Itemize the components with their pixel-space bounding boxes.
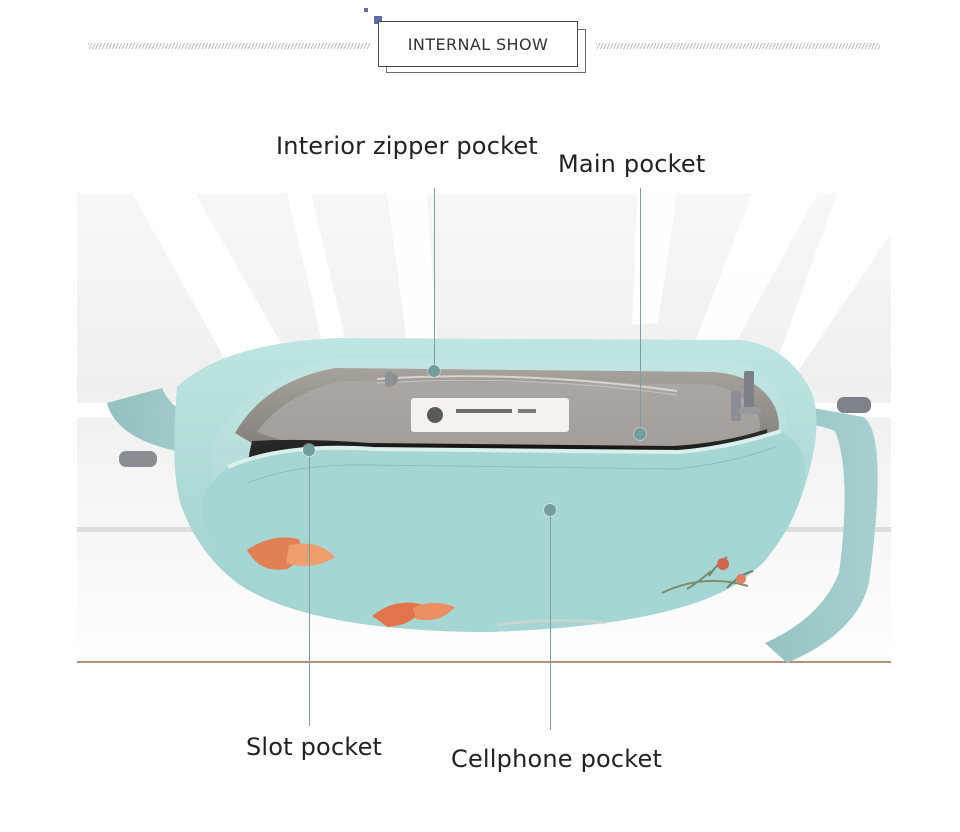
left-hatch-divider: [88, 43, 370, 49]
leader-line-slot-pocket: [309, 450, 310, 726]
pointer-dot-icon: [544, 504, 556, 516]
leader-line-main-pocket: [640, 188, 641, 435]
pointer-dot-icon: [634, 428, 646, 440]
right-hatch-divider: [596, 43, 880, 49]
pointer-dot-icon: [428, 365, 440, 377]
bag-photo-illustration: [77, 193, 891, 675]
leader-line-interior-zipper-pocket: [434, 188, 435, 371]
title-box: INTERNAL SHOW: [378, 21, 578, 67]
label-main-pocket: Main pocket: [558, 150, 706, 178]
label-interior-zipper-pocket: Interior zipper pocket: [276, 132, 538, 160]
page-title: INTERNAL SHOW: [407, 34, 549, 54]
label-cellphone-pocket: Cellphone pocket: [451, 745, 663, 773]
label-slot-pocket: Slot pocket: [246, 733, 383, 761]
leader-line-cellphone-pocket: [550, 510, 551, 730]
corner-square-icon: [364, 8, 368, 12]
bag-photo: [77, 193, 891, 675]
corner-square-icon: [374, 16, 382, 24]
section-header: INTERNAL SHOW: [0, 0, 960, 90]
pointer-dot-icon: [303, 444, 315, 456]
title-frame: INTERNAL SHOW: [378, 21, 586, 75]
